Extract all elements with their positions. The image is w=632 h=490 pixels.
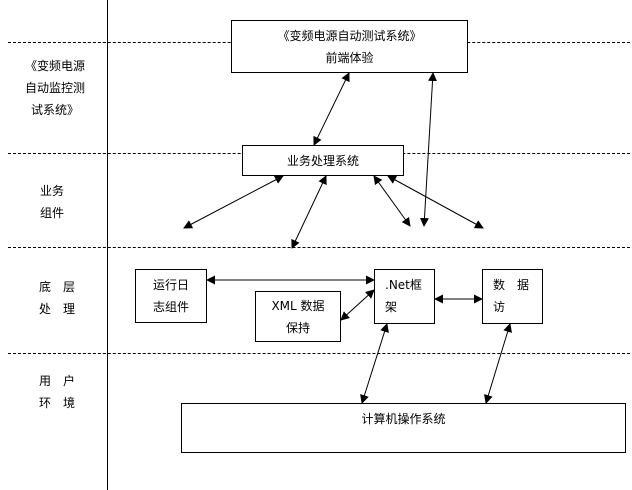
layer-label-base: 底 层 处 理: [38, 280, 75, 316]
edge-business-left: [183, 175, 284, 229]
layer-label-user: 用 户 环 境: [38, 374, 75, 410]
edge-frontend-business: [313, 72, 350, 146]
edge-business-r1: [373, 175, 411, 227]
node-frontend-label: 《变频电源自动测试系统》 前端体验: [277, 29, 422, 65]
node-business-system: 业务处理系统: [242, 145, 404, 176]
edge-business-r2: [387, 175, 484, 229]
edge-net-os: [360, 323, 389, 404]
node-net-framework: .Net框 架: [374, 269, 435, 324]
node-frontend: 《变频电源自动测试系统》 前端体验: [231, 20, 468, 73]
node-data-access: 数 据 访: [482, 269, 543, 324]
node-xml-persist: XML 数据 保持: [255, 291, 341, 342]
edge-frontend-down: [419, 72, 438, 227]
node-os: 计算机操作系统: [181, 403, 626, 453]
node-os-label: 计算机操作系统: [361, 412, 446, 426]
layer-separator-4: [8, 353, 630, 354]
edge-xml-net: [340, 289, 375, 321]
node-log-component-label: 运行日 志组件: [152, 278, 189, 314]
node-log-component: 运行日 志组件: [135, 269, 207, 323]
node-xml-persist-label: XML 数据 保持: [271, 299, 325, 335]
edge-data-os: [484, 323, 512, 404]
edge-business-mid: [291, 175, 327, 249]
node-data-access-label: 数 据 访: [493, 278, 530, 314]
node-net-framework-label: .Net框 架: [385, 278, 422, 314]
layer-label-top: 《变频电源 自动监控测 试系统》: [24, 59, 85, 117]
layer-label-business: 业务 组件: [39, 184, 64, 220]
layer-divider-vertical: [107, 0, 108, 490]
node-business-system-label: 业务处理系统: [286, 154, 359, 168]
